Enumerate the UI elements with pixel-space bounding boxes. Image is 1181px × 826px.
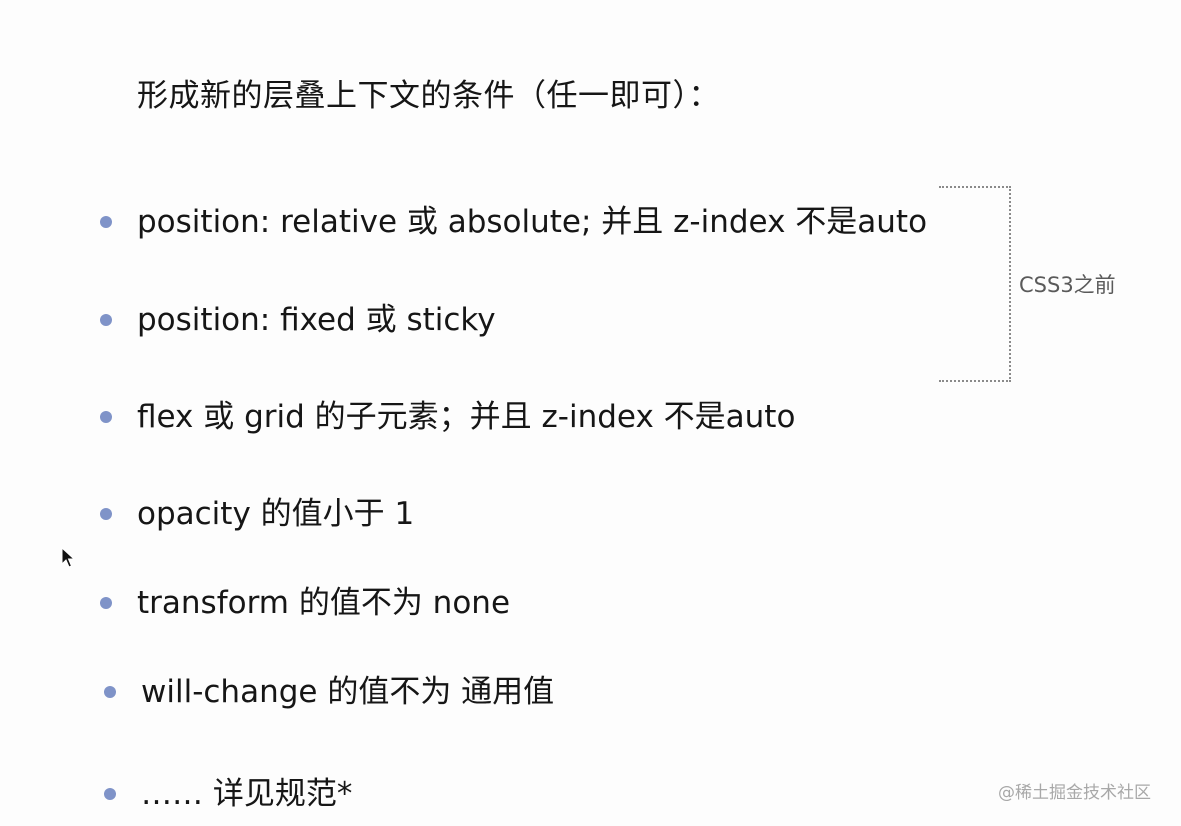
- bracket-label: CSS3之前: [1019, 273, 1116, 297]
- list-item-text: position: relative 或 absolute; 并且 z-inde…: [137, 204, 928, 240]
- list-item-text: flex 或 grid 的子元素；并且 z-index 不是auto: [137, 399, 796, 435]
- dotted-bracket: [939, 186, 1011, 382]
- list-item-text: position: fixed 或 sticky: [137, 302, 496, 338]
- bullet-dot-icon: [104, 788, 116, 800]
- list-item: position: relative 或 absolute; 并且 z-inde…: [100, 200, 928, 244]
- list-item-text: …… 详见规范*: [141, 776, 353, 812]
- mouse-pointer-icon: [61, 547, 75, 568]
- watermark: @稀土掘金技术社区: [998, 783, 1151, 803]
- bullet-dot-icon: [100, 216, 112, 228]
- list-item: will-change 的值不为 通用值: [104, 670, 555, 714]
- bullet-dot-icon: [100, 597, 112, 609]
- list-item: opacity 的值小于 1: [100, 492, 415, 536]
- list-item: flex 或 grid 的子元素；并且 z-index 不是auto: [100, 395, 796, 439]
- list-item-text: will-change 的值不为 通用值: [141, 674, 555, 710]
- bullet-dot-icon: [100, 508, 112, 520]
- list-item: …… 详见规范*: [104, 772, 353, 816]
- list-item-text: transform 的值不为 none: [137, 585, 511, 621]
- list-item: transform 的值不为 none: [100, 581, 511, 625]
- bullet-dot-icon: [100, 314, 112, 326]
- list-item-text: opacity 的值小于 1: [137, 496, 415, 532]
- list-item: position: fixed 或 sticky: [100, 298, 496, 342]
- bullet-dot-icon: [104, 686, 116, 698]
- bullet-dot-icon: [100, 411, 112, 423]
- slide-title: 形成新的层叠上下文的条件（任一即可）：: [137, 78, 720, 114]
